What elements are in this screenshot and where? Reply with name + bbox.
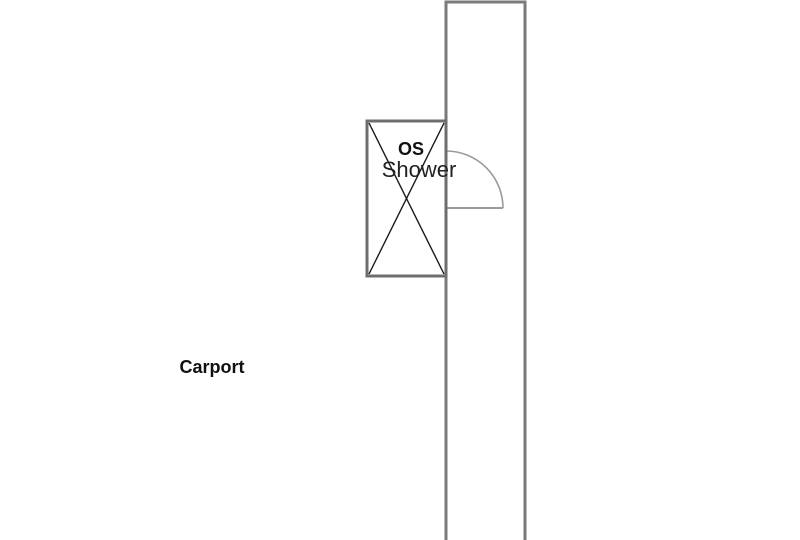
- door-swing-arc: [445, 150, 504, 209]
- fixture-code-label: OS: [398, 139, 424, 159]
- fixture-name-label: Shower: [382, 157, 457, 182]
- shower-cross-line-2: [368, 122, 445, 275]
- outdoor-shower-fixture: OS Shower: [365, 119, 457, 278]
- room-label-carport: Carport: [179, 357, 244, 377]
- house-wall: [444, 0, 527, 540]
